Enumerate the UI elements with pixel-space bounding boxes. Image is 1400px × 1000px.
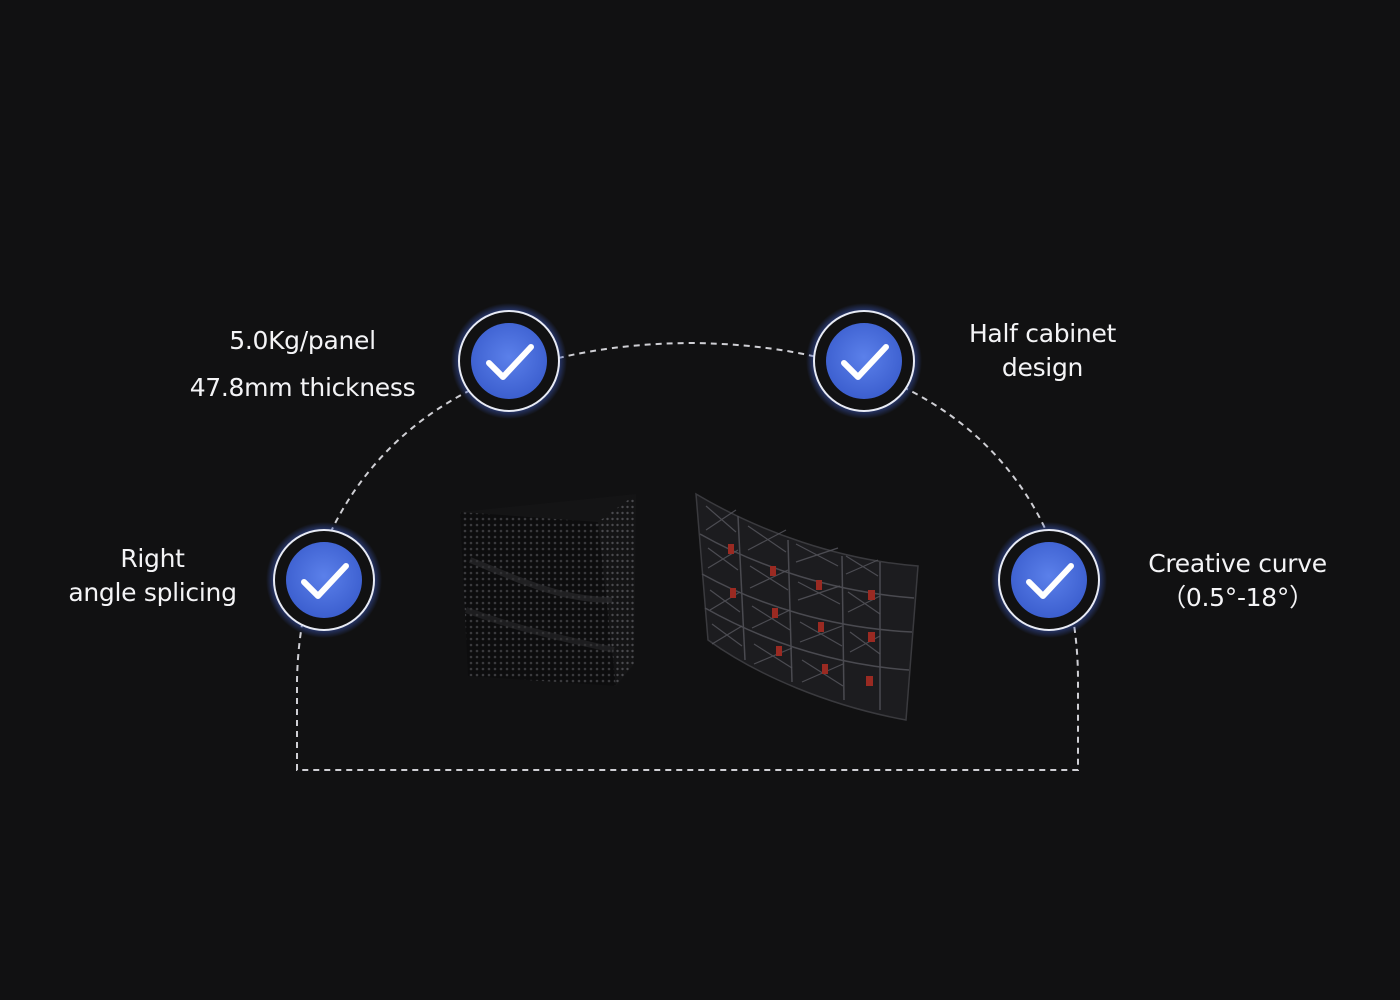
feature-line: Creative curve [1148, 549, 1327, 578]
feature-line: 5.0Kg/panel [229, 326, 376, 355]
check-circle-icon [991, 522, 1107, 638]
feature-line: （0.5°-18°） [1161, 583, 1314, 612]
feature-label-half-cabinet: Half cabinet design [940, 317, 1145, 385]
feature-line: Half cabinet [968, 319, 1117, 348]
check-circle-icon [451, 303, 567, 419]
feature-label-weight: 5.0Kg/panel 47.8mm thickness [170, 317, 435, 411]
feature-line: Right [120, 544, 185, 573]
feature-line: angle splicing [68, 578, 237, 607]
feature-line: design [1001, 353, 1084, 382]
curved-cabinet-array-image [695, 492, 919, 721]
feature-line: 47.8mm thickness [189, 373, 416, 402]
feature-label-creative-curve: Creative curve （0.5°-18°） [1120, 547, 1355, 615]
right-angle-cabinet-image [460, 494, 636, 686]
check-circle-icon [806, 303, 922, 419]
check-circle-icon [266, 522, 382, 638]
feature-label-right-angle: Right angle splicing [45, 542, 260, 610]
